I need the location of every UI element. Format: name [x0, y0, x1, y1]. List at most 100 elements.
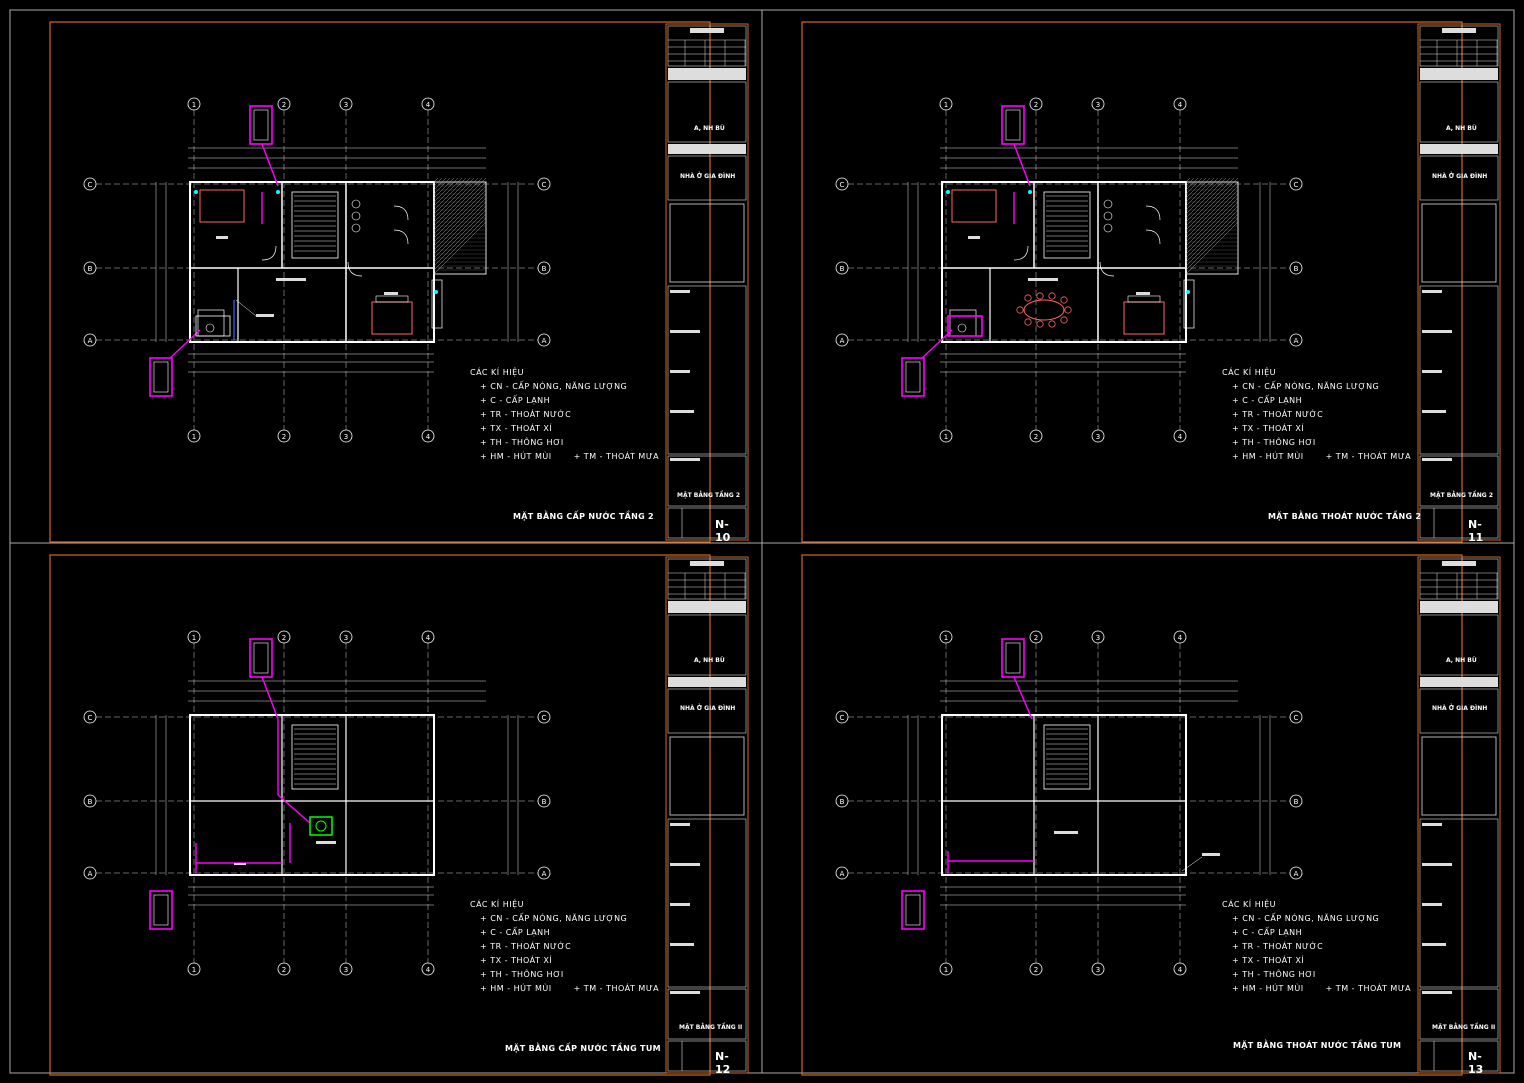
sheet-frame: [49, 21, 711, 543]
grid-label: 2: [1034, 101, 1038, 109]
bed: [199, 189, 245, 223]
hatch-line: [433, 185, 487, 239]
title-block: [665, 23, 749, 541]
hatch-line: [1185, 213, 1239, 267]
hatch-line: [1185, 177, 1231, 223]
door-arc: [1145, 205, 1161, 245]
grid-label: 4: [1178, 966, 1183, 974]
tb-logo-box: [667, 25, 747, 67]
grid-bubble: [1289, 710, 1303, 724]
grid-bubble: [939, 429, 953, 443]
grid-label: B: [1294, 798, 1299, 806]
grid-label: A: [840, 870, 845, 878]
legend-item: + C - CẤP LẠNH: [480, 928, 551, 937]
grid-label: C: [542, 714, 547, 722]
door-arc: [393, 205, 409, 245]
legend-item: + TR - THOÁT NƯỚC: [480, 410, 572, 419]
tb-owner-bar: [1420, 68, 1498, 80]
grid-label: B: [542, 265, 547, 273]
plan-title: MẶT BẰNG THOÁT NƯỚC TẦNG 2: [1268, 512, 1422, 521]
grid-label: 1: [192, 101, 196, 109]
hatch-line: [1185, 177, 1195, 187]
tb-owner-bar: [668, 68, 746, 80]
fixture-icon: [1103, 211, 1113, 221]
tb-notes-box: [667, 818, 747, 988]
legend-item: + TR - THOÁT NƯỚC: [1232, 410, 1324, 419]
legend-item: + TX - THOÁT XÍ: [480, 956, 553, 965]
hatch-line: [433, 177, 439, 183]
tb-sheet-title: MẶT BẰNG TẦNG 2: [677, 492, 740, 499]
tb-owner-bar: [668, 601, 746, 613]
tb-notes-box: [1419, 818, 1499, 988]
legend-item: + HM - HÚT MÙI: [480, 984, 552, 993]
tb-note: [670, 991, 700, 994]
plan-title: MẶT BẰNG CẤP NƯỚC TẦNG TUM: [505, 1044, 661, 1053]
tb-note: [670, 290, 690, 293]
dining-chair: [1024, 294, 1032, 302]
grid-label: 1: [944, 634, 948, 642]
supply-pipe: [261, 143, 279, 187]
door-arc: [261, 245, 363, 277]
grid-bubble: [83, 710, 97, 724]
hatch-line: [1185, 221, 1239, 275]
grid-label: B: [840, 798, 845, 806]
riser-inner: [905, 361, 921, 393]
fixture-icon: [1103, 223, 1113, 233]
tb-note: [1422, 458, 1452, 461]
grid-label: 3: [1096, 966, 1100, 974]
grid-label: 1: [192, 634, 196, 642]
hatch-line: [1185, 205, 1239, 259]
tb-title-box: [1419, 988, 1499, 1040]
grid-label: 3: [344, 433, 348, 441]
tb-project-bar: [668, 677, 746, 687]
grid-label: 2: [282, 101, 286, 109]
tb-owner-box: [1419, 614, 1499, 676]
grid-bubble: [939, 97, 953, 111]
tb-note: [670, 330, 700, 333]
grid-label: 2: [1034, 966, 1038, 974]
grid-bubble: [187, 630, 201, 644]
hatch-line: [433, 209, 487, 263]
hatch-line: [433, 217, 487, 271]
supply-pipe: [1013, 143, 1031, 187]
grid-bubble: [1029, 429, 1043, 443]
riser-box: [249, 105, 273, 145]
grid-label: A: [840, 337, 845, 345]
legend-item: + TH - THÔNG HƠI: [1232, 970, 1316, 979]
grid-label: 4: [426, 433, 431, 441]
grid-label: A: [1294, 870, 1299, 878]
grid-bubble: [277, 429, 291, 443]
grid-label: 4: [426, 101, 431, 109]
tb-logo-bar: [1442, 561, 1476, 566]
dining-chair: [1060, 316, 1068, 324]
hatch-line: [1185, 177, 1199, 191]
bath-box: [195, 315, 231, 337]
balcony-outline: [1185, 181, 1239, 275]
hatch-line: [433, 177, 471, 215]
supply-pipe: [277, 794, 311, 824]
tb-note: [1422, 863, 1452, 866]
hatch-line: [1185, 181, 1239, 235]
dining-chair: [1048, 320, 1056, 328]
legend-item: + HM - HÚT MÙI: [1232, 984, 1304, 993]
dining-table: [1023, 299, 1065, 321]
grid-bubble: [187, 429, 201, 443]
tb-image-box: [1421, 736, 1497, 816]
riser-box: [1001, 105, 1025, 145]
grid-label: A: [542, 337, 547, 345]
grid-bubble: [1289, 866, 1303, 880]
grid-bubble: [1091, 630, 1105, 644]
legend-item: + C - CẤP LẠNH: [480, 396, 551, 405]
bed-head: [1127, 295, 1161, 303]
grid-bubble: [421, 962, 435, 976]
tb-note: [670, 410, 694, 413]
grid-bubble: [83, 177, 97, 191]
hatch-line: [433, 213, 487, 267]
hatch-line: [433, 177, 487, 231]
tb-sheetno-box: [1419, 1040, 1499, 1072]
grid-bubble: [1173, 962, 1187, 976]
plan-title: MẶT BẰNG THOÁT NƯỚC TẦNG TUM: [1233, 1041, 1402, 1050]
tb-project: NHÀ Ở GIA ĐÌNH: [680, 173, 736, 180]
